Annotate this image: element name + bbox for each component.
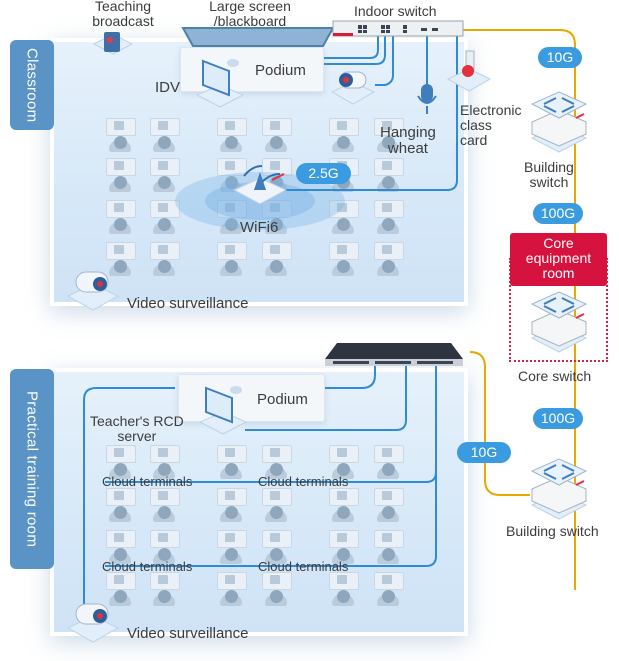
uplink-training-line (469, 351, 530, 496)
building-switch-top-icon (530, 91, 588, 153)
student-desk-icon (372, 572, 404, 608)
core-switch-label: Core switch (518, 368, 592, 384)
cloud-terminals-label: Cloud terminals (102, 559, 193, 574)
student-desk-icon (104, 158, 136, 194)
core-link-bottom-badge: 100G (533, 408, 583, 429)
large-screen-label: Large screen /blackboard (209, 0, 291, 29)
electronic-class-card-label: Electronic class card (460, 102, 522, 148)
student-desk-icon (372, 200, 404, 236)
student-desk-icon (327, 118, 359, 154)
student-desk-icon (372, 488, 404, 524)
student-desk-icon (260, 200, 292, 236)
cloud-terminals-label: Cloud terminals (102, 474, 193, 489)
training-room-tab: Practical training room (10, 369, 54, 569)
student-desk-icon (104, 118, 136, 154)
student-desk-icon (327, 572, 359, 608)
student-desk-icon (372, 530, 404, 566)
student-desk-icon (215, 530, 247, 566)
idv-label: IDV (155, 79, 181, 96)
student-desk-icon (104, 488, 136, 524)
student-desk-icon (148, 530, 180, 566)
student-desk-icon (260, 242, 292, 278)
student-desk-icon (372, 118, 404, 154)
student-desk-icon (260, 530, 292, 566)
student-desk-icon (215, 572, 247, 608)
student-desk-icon (148, 242, 180, 278)
uplink-classroom-line (440, 29, 576, 590)
student-desk-icon (260, 572, 292, 608)
student-desk-icon (327, 530, 359, 566)
student-desk-icon (215, 118, 247, 154)
student-desk-icon (104, 572, 136, 608)
student-desk-icon (148, 488, 180, 524)
classroom-video-surveillance-label: Video surveillance (127, 295, 249, 312)
microphone-icon (417, 84, 437, 114)
classroom-camera-icon (66, 271, 120, 311)
uplink-speed-top-badge: 10G (538, 47, 582, 68)
teacher-server-label: Teacher's RCD server (90, 413, 184, 444)
student-desk-icon (372, 445, 404, 481)
access-switch-icon (325, 343, 463, 366)
student-desk-icon (215, 242, 247, 278)
hanging-wheat-label: Hanging wheat (380, 124, 436, 157)
indoor-switch-label: Indoor switch (354, 3, 437, 19)
student-desk-icon (148, 200, 180, 236)
core-link-top-badge: 100G (533, 203, 583, 224)
student-desk-icon (327, 445, 359, 481)
training-podium-label: Podium (257, 391, 308, 408)
student-desk-icon (260, 445, 292, 481)
large-screen-icon (181, 27, 335, 47)
building-switch-bottom-icon (530, 458, 588, 520)
student-desk-icon (148, 158, 180, 194)
training-video-surveillance-label: Video surveillance (127, 625, 249, 642)
core-switch-icon (530, 291, 588, 353)
cloud-terminals-label: Cloud terminals (258, 474, 349, 489)
student-desk-icon (372, 242, 404, 278)
core-room-title: Core equipment room (510, 233, 607, 286)
student-desk-icon (260, 118, 292, 154)
training-camera-icon (66, 603, 120, 643)
student-desk-icon (327, 242, 359, 278)
indoor-switch-icon (332, 20, 464, 37)
student-desk-icon (148, 118, 180, 154)
student-desk-icon (215, 488, 247, 524)
uplink-speed-bottom-badge: 10G (457, 442, 511, 463)
classroom-podium-label: Podium (255, 62, 306, 79)
student-desk-icon (148, 572, 180, 608)
idv-terminal-icon (195, 59, 245, 108)
student-desk-icon (327, 488, 359, 524)
student-desk-icon (260, 488, 292, 524)
rcd-server-icon (198, 386, 248, 435)
training-podium (178, 374, 325, 422)
student-desk-icon (215, 200, 247, 236)
student-desk-icon (327, 200, 359, 236)
student-desk-icon (104, 530, 136, 566)
student-desk-icon (148, 445, 180, 481)
wifi-ap-icon (232, 165, 288, 205)
speaker-icon (92, 32, 134, 55)
student-desk-icon (215, 445, 247, 481)
building-switch-bottom-label: Building switch (506, 523, 599, 539)
camera-icon (330, 71, 376, 105)
class-card-icon (446, 50, 492, 92)
building-switch-top-label: Building switch (524, 159, 574, 190)
student-desk-icon (104, 445, 136, 481)
classroom-tab: Classroom (10, 40, 54, 130)
wifi-speed-badge: 2.5G (296, 163, 351, 184)
wifi-label: WiFi6 (240, 219, 279, 236)
cloud-terminals-label: Cloud terminals (258, 559, 349, 574)
student-desk-icon (104, 242, 136, 278)
teaching-broadcast-label: Teaching broadcast (92, 0, 154, 29)
student-desk-icon (104, 200, 136, 236)
